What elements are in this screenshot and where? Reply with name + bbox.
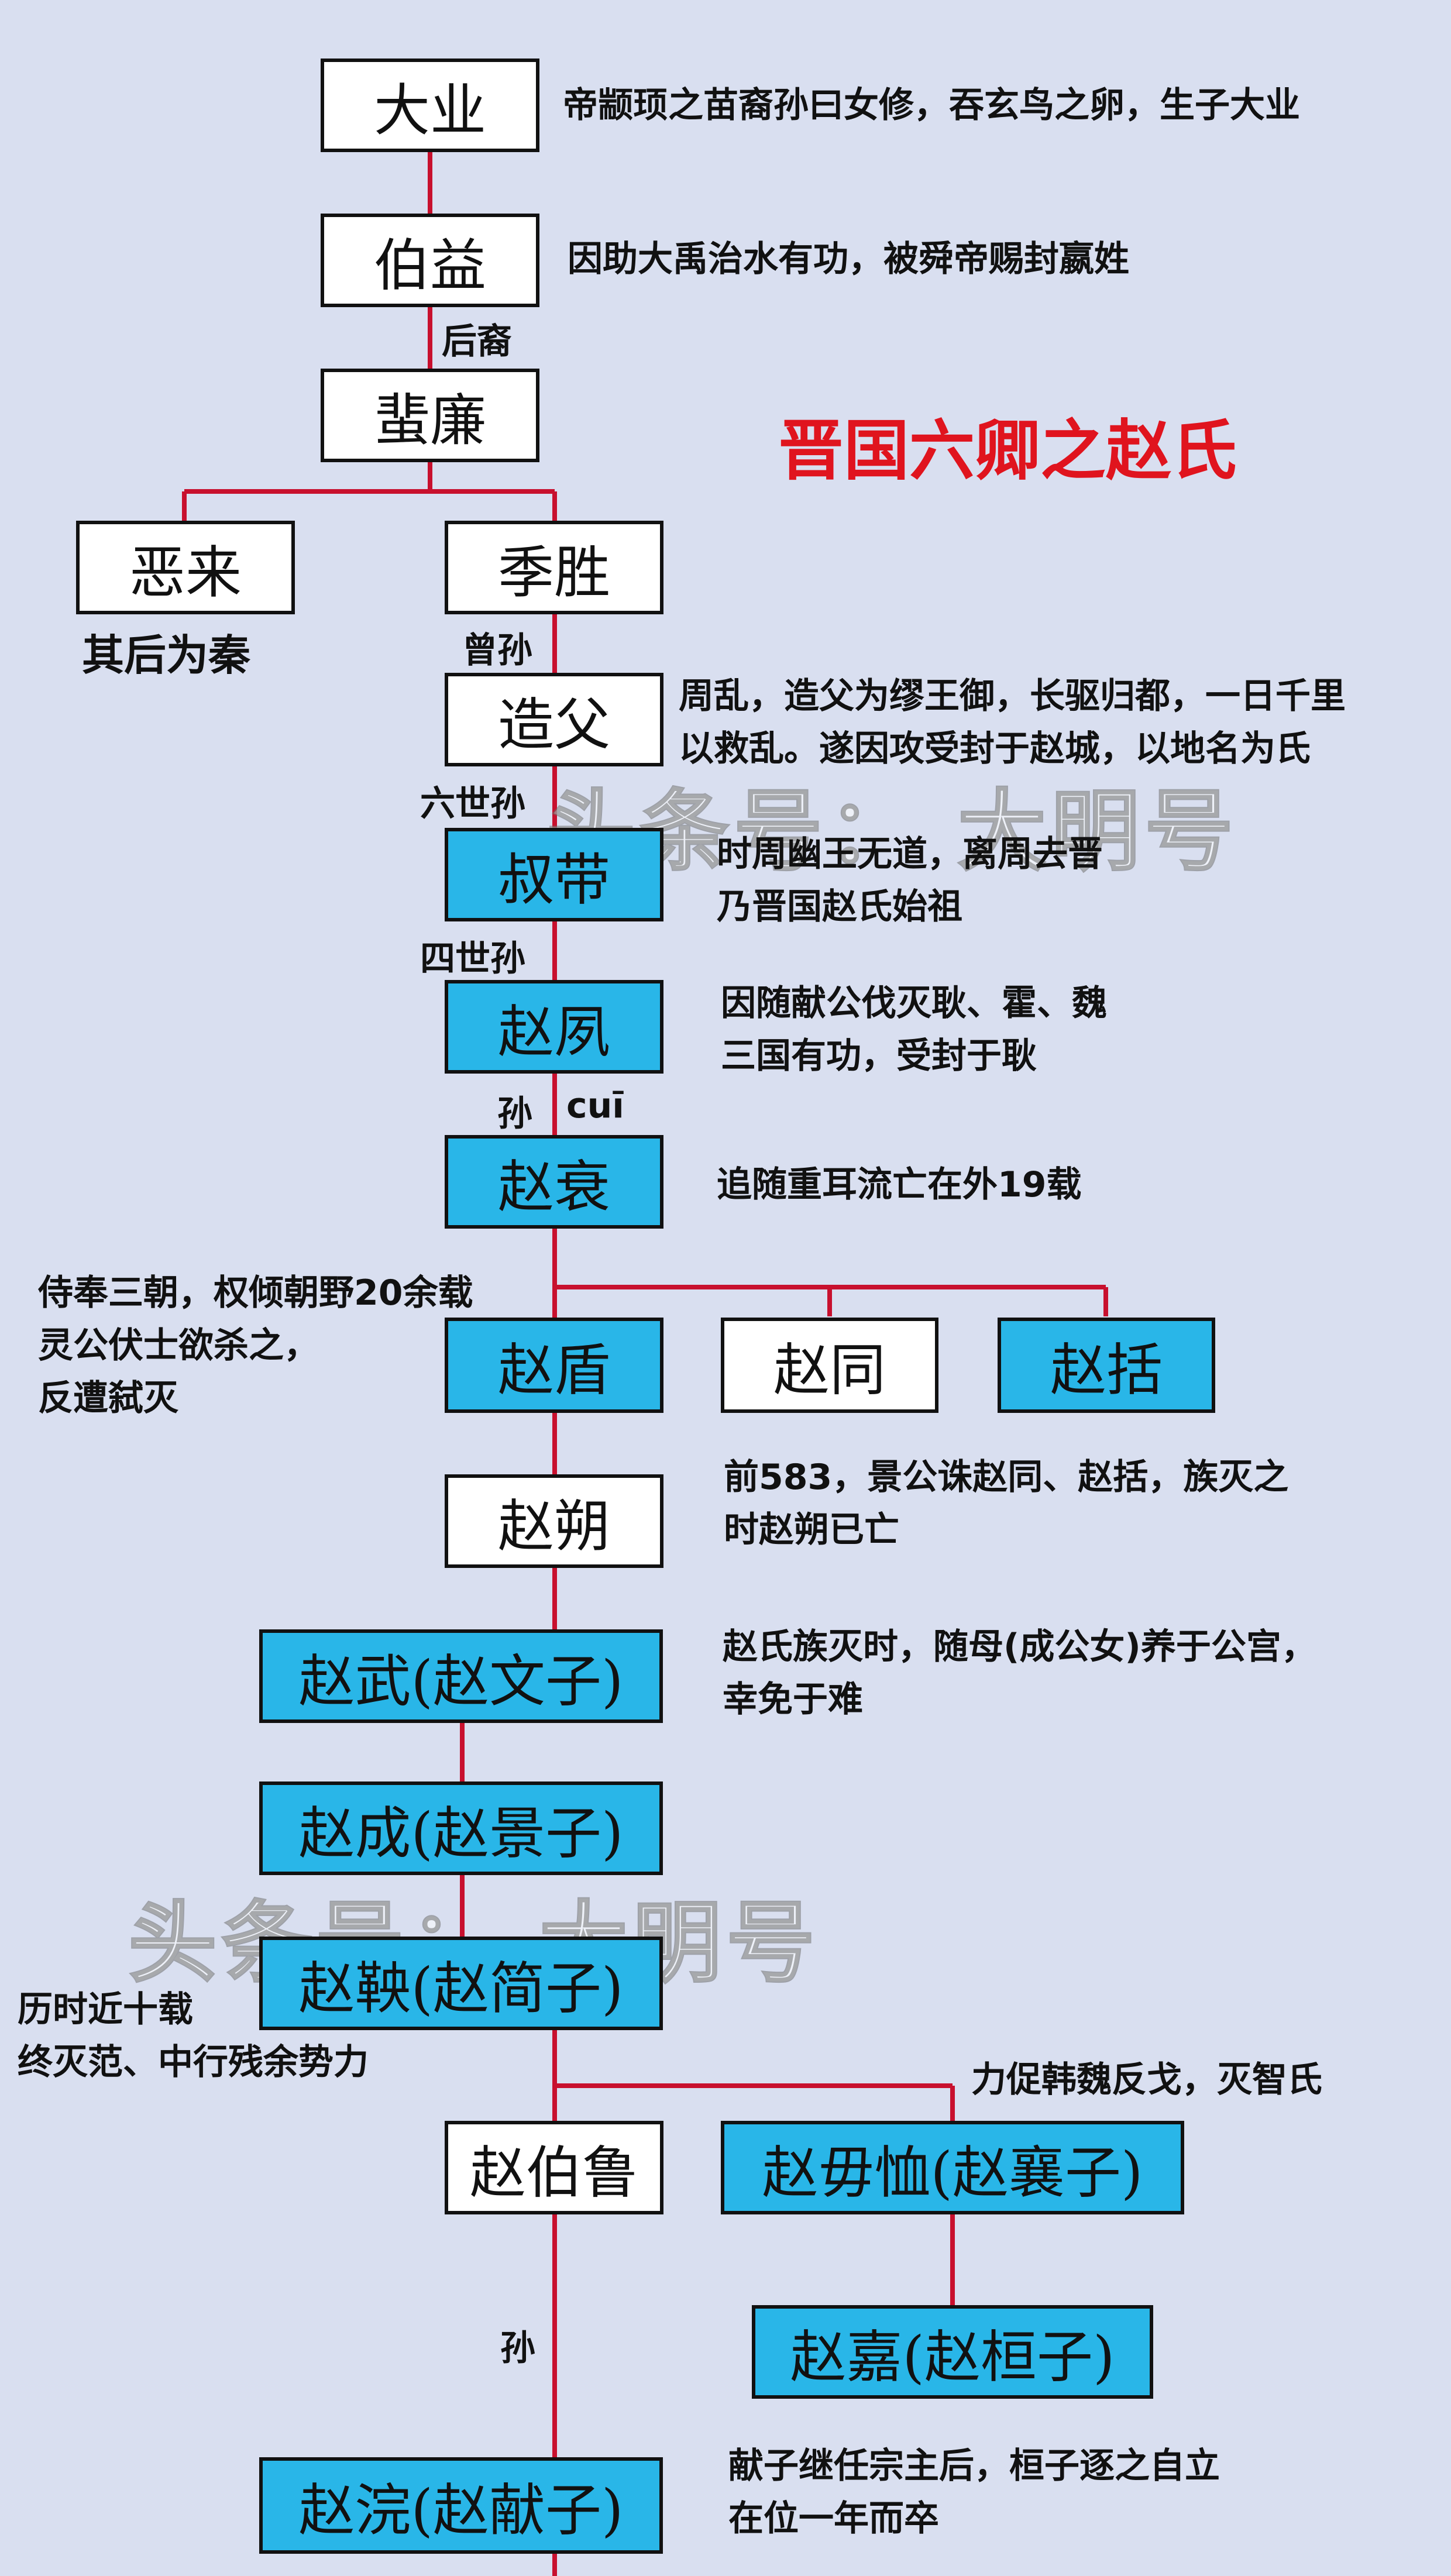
line-zhaoyang-branch xyxy=(552,2030,955,2121)
note-zhaohuan: 献子继任宗主后，桓子逐之自立 在位一年而卒 xyxy=(728,2446,1220,2539)
person-box-boyi: 伯益 xyxy=(321,214,539,307)
person-box-zhaobolu: 赵伯鲁 xyxy=(445,2121,663,2214)
relation-label-sun: 孙 xyxy=(500,2328,535,2369)
line-feilian-branch xyxy=(182,462,557,521)
person-box-zhaoshuo: 赵朔 xyxy=(445,1474,663,1568)
note-boyi: 因助大禹治水有功，被舜帝赐封嬴姓 xyxy=(568,239,1129,280)
person-box-daye: 大业 xyxy=(321,59,539,152)
person-box-zhaowu: 赵武(赵文子) xyxy=(259,1629,663,1723)
person-box-zhaokuo: 赵括 xyxy=(998,1318,1215,1413)
note-zhaocui: 追随重耳流亡在外19载 xyxy=(717,1164,1082,1205)
note-elai: 其后为秦 xyxy=(82,631,251,680)
person-box-zhaocheng: 赵成(赵景子) xyxy=(259,1781,663,1875)
person-box-zhaocui: 赵衰 xyxy=(445,1135,663,1229)
person-box-shudai: 叔带 xyxy=(445,828,663,921)
note-zhaoshuo: 前583，景公诛赵同、赵括，族灭之 时赵朔已亡 xyxy=(724,1457,1289,1550)
note-zhaowuxu: 力促韩魏反戈，灭智氏 xyxy=(971,2059,1322,2100)
person-box-elai: 恶来 xyxy=(76,521,295,614)
note-shudai: 时周幽王无道，离周去晋 乃晋国赵氏始祖 xyxy=(717,834,1103,927)
note-zhaosu: 因随献公伐灭耿、霍、魏 三国有功，受封于耿 xyxy=(721,983,1107,1077)
relation-label-zengsun: 曾孙 xyxy=(462,630,532,671)
person-box-feilian: 蜚廉 xyxy=(321,369,539,462)
relation-label-houyi: 后裔 xyxy=(442,321,512,362)
relation-label-liushisun: 六世孙 xyxy=(420,783,525,824)
note-zhaowu: 赵氏族灭时，随母(成公女)养于公宫， 幸免于难 xyxy=(723,1626,1316,1720)
person-box-zhaowuxu: 赵毋恤(赵襄子) xyxy=(721,2121,1184,2214)
relation-label-sishisun: 四世孙 xyxy=(420,938,525,979)
person-box-zhaoyang: 赵鞅(赵简子) xyxy=(259,1937,663,2030)
person-box-zhaotong: 赵同 xyxy=(721,1318,938,1413)
relation-label-pinyin-cui: cuī xyxy=(566,1085,624,1126)
diagram-title: 晋国六卿之赵氏 xyxy=(778,413,1237,489)
person-box-zaofu: 造父 xyxy=(445,673,663,766)
person-box-zhaohuan: 赵浣(赵献子) xyxy=(259,2457,663,2554)
note-zhaoyang: 历时近十载 终灭范、中行残余势力 xyxy=(18,1989,369,2083)
person-box-zhaosu: 赵夙 xyxy=(445,980,663,1074)
note-zhaodun: 侍奉三朝，权倾朝野20余载 灵公伏士欲杀之， 反遭弑灭 xyxy=(38,1272,473,1419)
note-daye: 帝颛顼之苗裔孙曰女修，吞玄鸟之卵，生子大业 xyxy=(563,85,1300,126)
line-zhaocui-branch xyxy=(552,1229,1108,1318)
person-box-zhaodun: 赵盾 xyxy=(445,1318,663,1413)
person-box-zhaojia: 赵嘉(赵桓子) xyxy=(752,2305,1153,2399)
person-box-jisheng: 季胜 xyxy=(445,521,663,614)
relation-label-sun: 孙 xyxy=(497,1093,532,1134)
note-zaofu: 周乱，造父为缪王御，长驱归都，一日千里 以救乱。遂因攻受封于赵城，以地名为氏 xyxy=(679,676,1346,769)
